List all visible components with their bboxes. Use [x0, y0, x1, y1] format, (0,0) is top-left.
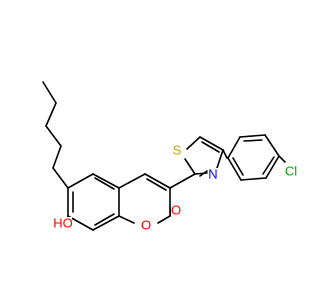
sulfur-label: S — [173, 142, 182, 157]
phenyl-bond — [240, 177, 267, 181]
pyranone-double — [146, 178, 167, 191]
molecule-diagram: Cl S N HO O O — [42, 81, 300, 233]
benzo-double — [94, 177, 115, 190]
hydroxyl-label: HO — [53, 215, 73, 230]
thiazole-double — [199, 170, 208, 177]
label-backing — [172, 144, 182, 158]
chlorine-bond — [278, 155, 286, 163]
thiazole-bond — [199, 136, 224, 151]
structure-svg: Cl S N HO O O — [42, 81, 300, 233]
hexyl-bond — [42, 81, 57, 104]
phenyl-double — [232, 157, 244, 176]
phenyl-bond — [265, 155, 280, 179]
thiazole-double — [201, 141, 220, 153]
thiazole-phenyl-bond — [222, 149, 228, 159]
label-backing — [54, 217, 72, 231]
phenyl-bond — [227, 136, 241, 159]
chlorine-label: Cl — [285, 163, 297, 178]
pyranone-bond — [118, 173, 146, 189]
c3-thiazole-bond — [169, 173, 196, 189]
benzo-bond — [92, 173, 120, 189]
hexyl-bond — [52, 167, 69, 189]
hexyl-bond — [45, 125, 62, 147]
nitrogen-label: N — [208, 166, 217, 181]
label-backing — [141, 219, 151, 233]
benzo-bond — [92, 215, 120, 231]
thiazole-bond — [184, 158, 196, 175]
benzo-double — [94, 213, 115, 226]
phenyl-double — [243, 139, 263, 142]
benzo-bond — [67, 215, 94, 231]
pyranone-bond — [118, 215, 135, 224]
phenyl-bond — [264, 134, 280, 157]
thiazole-bond — [186, 136, 201, 150]
pyranone-bond — [157, 215, 171, 224]
pyranone-bond — [144, 173, 171, 189]
carbonyl-oxygen-label: O — [171, 202, 181, 217]
label-backing — [171, 204, 181, 218]
hexyl-bond — [45, 102, 57, 127]
phenyl-double — [262, 156, 275, 175]
thiazole-bond — [216, 149, 224, 169]
label-backing — [282, 165, 300, 179]
hexyl-bond — [52, 145, 62, 169]
phenyl-bond — [239, 134, 266, 138]
label-backing — [208, 168, 218, 182]
benzo-bond — [67, 173, 94, 189]
phenyl-bond — [227, 157, 242, 181]
ring-oxygen-label: O — [141, 217, 151, 232]
